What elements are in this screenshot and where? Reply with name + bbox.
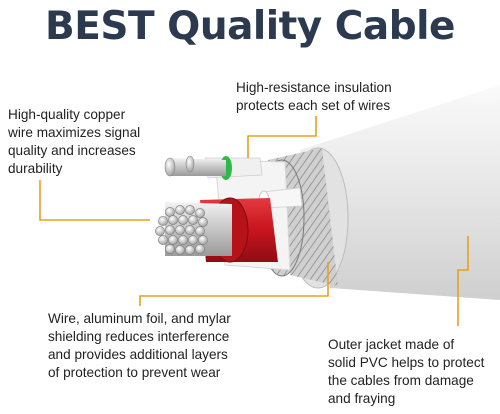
leader-jacket bbox=[457, 236, 469, 326]
callout-insulation-line-1: High-resistance insulation bbox=[236, 80, 392, 95]
callout-jacket-line-4: and fraying bbox=[328, 391, 396, 406]
leader-copper bbox=[39, 180, 150, 221]
callout-copper-line-2: wire maximizes signal bbox=[8, 125, 141, 140]
callout-copper-wire: High-quality copper wire maximizes signa… bbox=[8, 106, 140, 178]
callout-jacket-line-1: Outer jacket made of bbox=[328, 337, 455, 352]
callout-copper-line-1: High-quality copper bbox=[8, 107, 126, 122]
leader-lines bbox=[39, 116, 469, 326]
title: BEST Quality Cable bbox=[45, 4, 455, 49]
callout-outer-jacket: Outer jacket made of solid PVC helps to … bbox=[328, 336, 484, 408]
callout-jacket-line-3: the cables from damage bbox=[328, 373, 474, 388]
callout-insulation: High-resistance insulation protects each… bbox=[236, 79, 392, 115]
green-wire bbox=[164, 155, 263, 180]
callout-copper-line-3: quality and increases bbox=[8, 143, 136, 158]
callout-shielding-line-1: Wire, aluminum foil, and mylar bbox=[48, 311, 231, 326]
leader-shield bbox=[139, 262, 329, 306]
callout-insulation-line-2: protects each set of wires bbox=[236, 98, 391, 113]
callout-shielding: Wire, aluminum foil, and mylar shielding… bbox=[48, 310, 231, 382]
leader-insulation bbox=[247, 116, 317, 158]
callout-shielding-line-2: shielding reduces interference bbox=[48, 329, 230, 344]
callout-shielding-line-4: of protection to prevent wear bbox=[48, 365, 221, 380]
callout-jacket-line-2: solid PVC helps to protect bbox=[328, 355, 485, 370]
callout-shielding-line-3: and provides additional layers bbox=[48, 347, 228, 362]
copper-strand-bundle bbox=[155, 205, 208, 255]
callout-copper-line-4: durability bbox=[8, 161, 63, 176]
